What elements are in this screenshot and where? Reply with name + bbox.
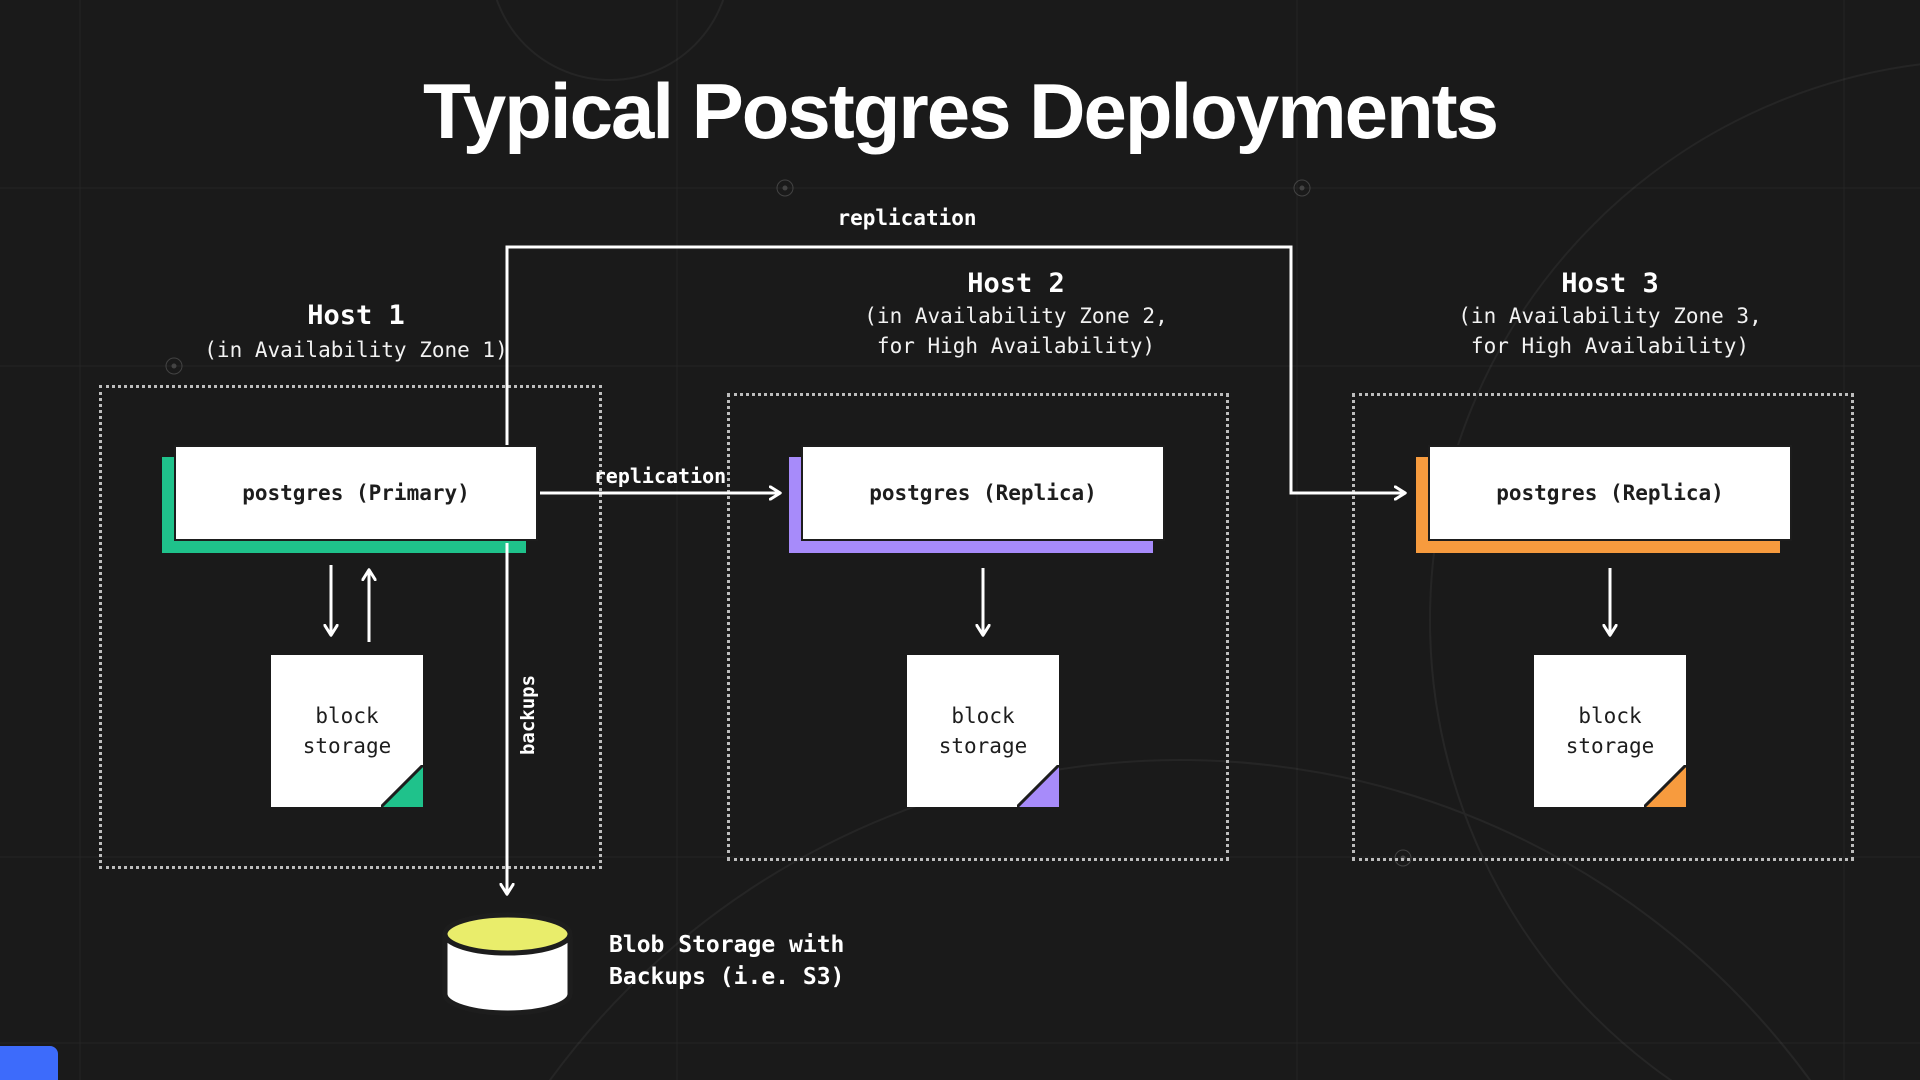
corner-accent	[0, 1046, 58, 1080]
folded-corner-icon	[381, 765, 423, 807]
host-1-storage-label-line2: storage	[302, 734, 392, 758]
host-3-postgres-label: postgres (Replica)	[1496, 481, 1724, 505]
host-3-boundary	[1352, 393, 1854, 861]
blob-storage-label-line2: Backups (i.e. S3)	[609, 964, 845, 990]
host-3-name: Host 3	[1561, 268, 1659, 299]
replication-top-label: replication	[837, 206, 977, 230]
host-1-zone: (in Availability Zone 1)	[204, 338, 508, 362]
host-1-block-storage: block storage	[271, 655, 423, 807]
host-3-zone-line2: for High Availability)	[1470, 334, 1750, 358]
host-2-block-storage: block storage	[907, 655, 1059, 807]
host-1-postgres-node: postgres (Primary)	[174, 445, 538, 541]
host-3-postgres-node: postgres (Replica)	[1428, 445, 1792, 541]
host-2-zone-line1: (in Availability Zone 2,	[864, 304, 1168, 328]
host-2-storage-label-line1: block	[951, 703, 1015, 728]
backups-label: backups	[517, 674, 539, 756]
host-1-boundary	[99, 385, 602, 869]
folded-corner-icon	[1644, 765, 1686, 807]
host-1-storage-label-line1: block	[315, 703, 379, 728]
host-2-zone-line2: for High Availability)	[876, 334, 1156, 358]
blob-storage-cylinder-icon	[442, 912, 573, 1016]
host-1-postgres-label: postgres (Primary)	[242, 481, 470, 505]
diagram-title: Typical Postgres Deployments	[423, 67, 1499, 155]
blob-storage-label-line1: Blob Storage with	[609, 932, 845, 958]
host-3-zone-line1: (in Availability Zone 3,	[1458, 304, 1762, 328]
host-2-name: Host 2	[967, 268, 1065, 299]
host-1-name: Host 1	[307, 300, 405, 331]
replication-mid-label: replication	[593, 464, 727, 488]
folded-corner-icon	[1017, 765, 1059, 807]
host-3-storage-label-line2: storage	[1565, 734, 1655, 758]
host-2-postgres-label: postgres (Replica)	[869, 481, 1097, 505]
host-2-storage-label-line2: storage	[938, 734, 1028, 758]
host-3-block-storage: block storage	[1534, 655, 1686, 807]
host-2-postgres-node: postgres (Replica)	[801, 445, 1165, 541]
host-3-storage-label-line1: block	[1578, 703, 1642, 728]
